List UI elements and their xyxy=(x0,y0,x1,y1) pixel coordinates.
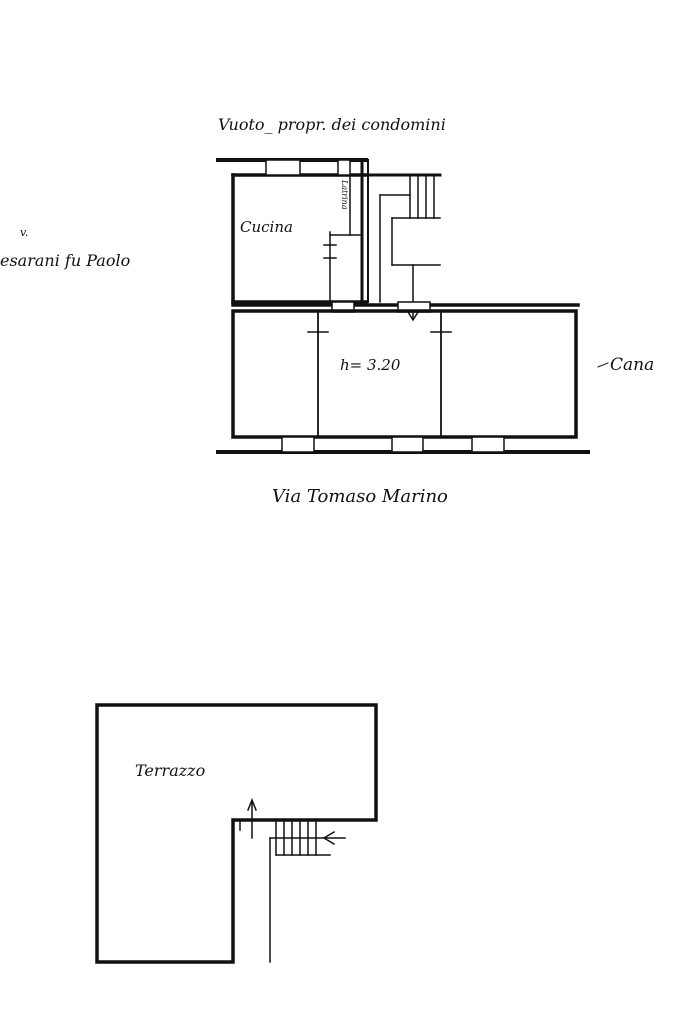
ground-floor-plan xyxy=(216,158,609,454)
window xyxy=(391,436,424,453)
kitchen-label: Cucina xyxy=(240,218,293,236)
ceiling-height-label: h= 3.20 xyxy=(340,356,401,374)
top-neighbor-label: Vuoto_ propr. dei condomini xyxy=(218,115,446,134)
left-mark-label: v. xyxy=(20,226,28,239)
left-neighbor-label: esarani fu Paolo xyxy=(0,251,130,270)
latrine-label: Latrina xyxy=(340,179,349,210)
street-label: Via Tomaso Marino xyxy=(272,486,448,507)
right-neighbor-label: Cana xyxy=(610,355,654,375)
window xyxy=(337,159,351,176)
window xyxy=(281,436,315,453)
terrace-label: Terrazzo xyxy=(135,761,205,780)
terrace-plan xyxy=(95,703,378,964)
window xyxy=(265,159,301,176)
window xyxy=(471,436,505,453)
